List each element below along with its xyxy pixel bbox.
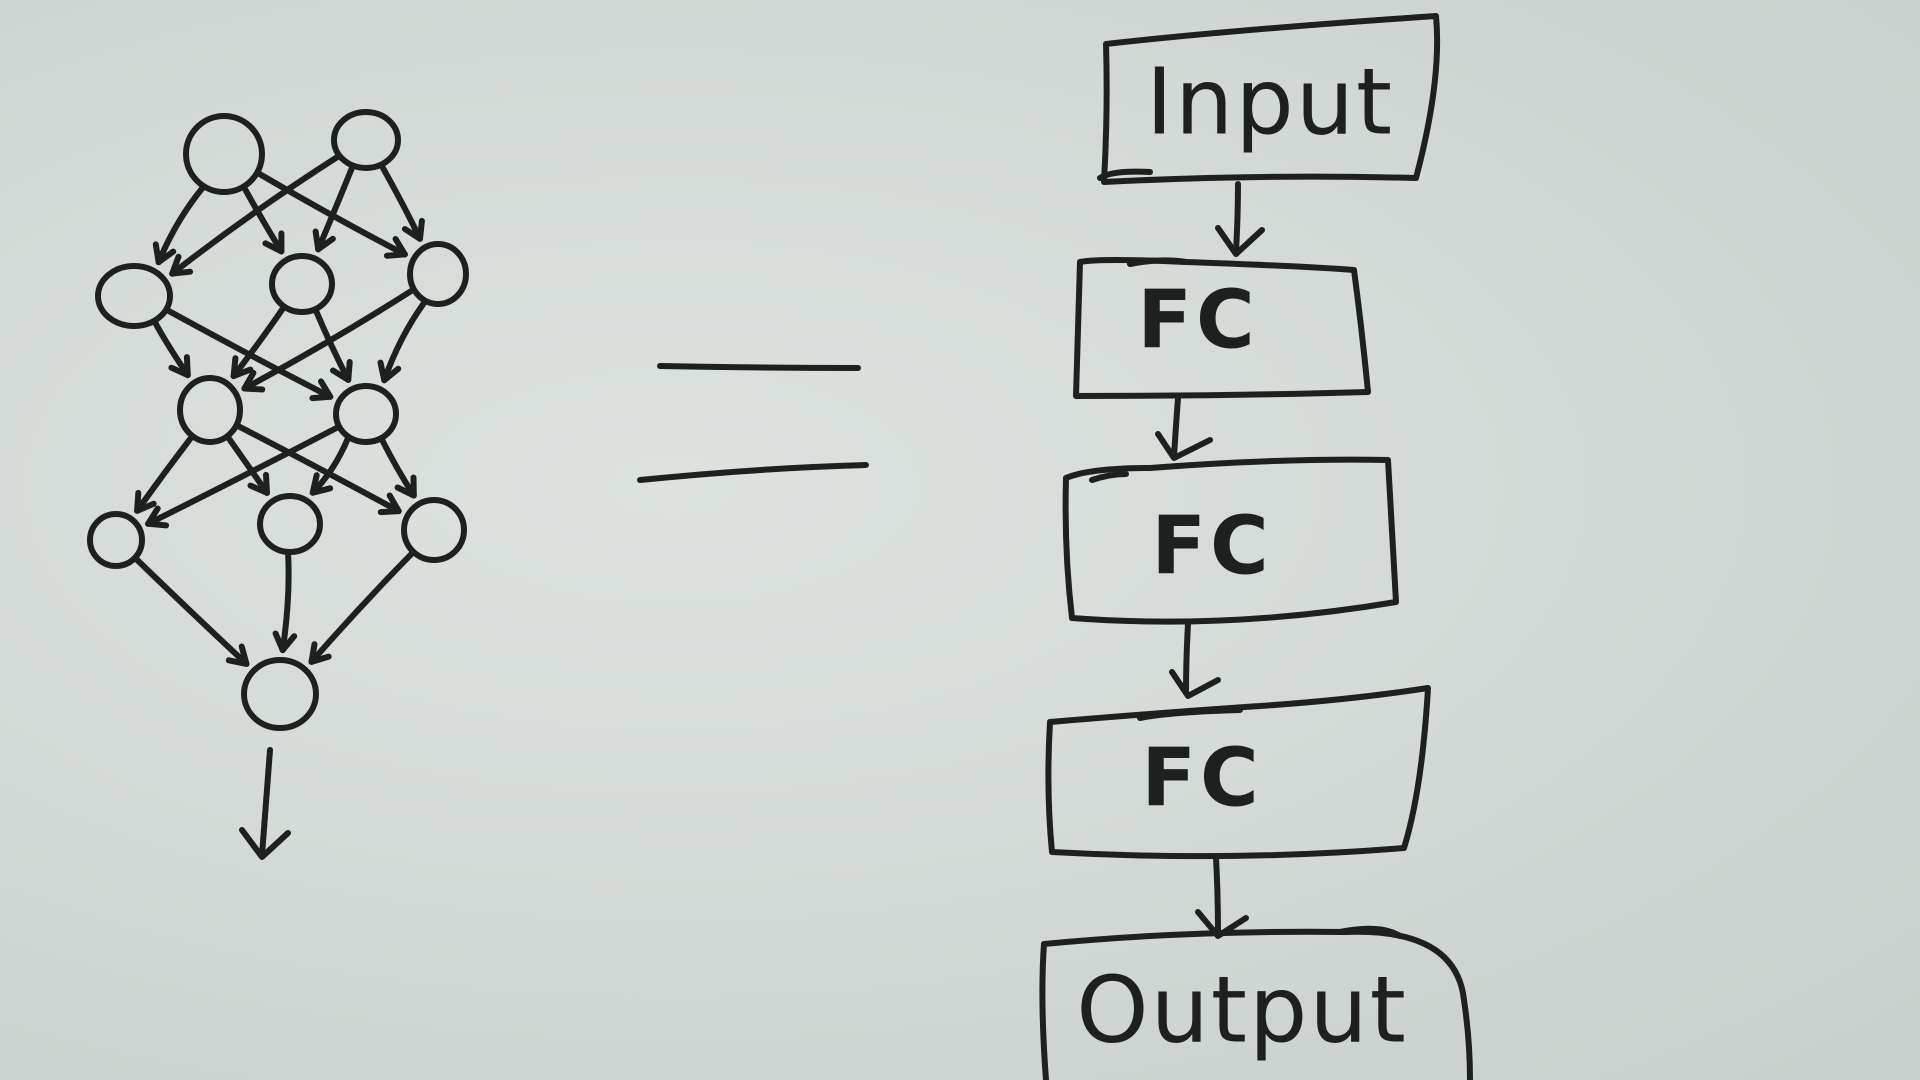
equals-sign (637, 363, 869, 483)
nn-edge (379, 163, 423, 242)
nn-edge (241, 287, 416, 392)
arrow-input-to-fc1 (1215, 181, 1265, 257)
arrow-fc3-to-output (1195, 855, 1249, 939)
nn-arrowhead (401, 217, 425, 242)
nn-edge (313, 307, 352, 383)
nn-node-l1-1 (183, 113, 265, 195)
nn-node-l4-2 (257, 493, 323, 555)
nn-arrowhead (394, 474, 417, 499)
nn-node-l4-3 (401, 497, 467, 563)
nn-edge (241, 185, 285, 255)
nn-edge (379, 436, 417, 499)
input-label: Input (1146, 49, 1394, 156)
nn-arrowhead (377, 359, 402, 384)
nn-connections (133, 153, 428, 667)
nn-arrowhead (247, 471, 270, 496)
nn-node-l3-2 (333, 383, 399, 445)
nn-edge (308, 550, 416, 665)
input-block: Input (1097, 13, 1441, 185)
arrow-fc2-to-fc3 (1169, 621, 1221, 699)
nn-edge (315, 164, 356, 253)
nn-arrowhead (230, 355, 254, 380)
nn-arrowhead (169, 253, 194, 277)
nn-edge (230, 305, 287, 380)
fc-block-3: FC (1045, 685, 1431, 860)
nn-arrowhead (312, 228, 336, 253)
nn-edge (134, 434, 195, 514)
nn-edge (279, 550, 292, 654)
fc-label-3: FC (1141, 732, 1262, 825)
nn-arrowhead (241, 369, 266, 393)
nn-arrowhead (134, 489, 157, 514)
fc-block-2: FC (1062, 456, 1399, 625)
output-label: Output (1076, 957, 1408, 1064)
neural-network-drawing (87, 109, 469, 860)
nn-arrowhead (330, 359, 353, 383)
nn-edge (381, 299, 428, 384)
arrow-fc1-to-fc2 (1155, 395, 1213, 461)
nn-node-l2-1 (95, 263, 173, 329)
fc-label-2: FC (1151, 500, 1272, 593)
nn-arrowhead (272, 630, 298, 654)
block-diagram: Input FC FC FC (1039, 13, 1473, 1080)
nn-arrowhead (308, 641, 332, 665)
nn-edge (145, 424, 341, 527)
nn-edge (235, 423, 402, 515)
nn-arrowhead (383, 236, 408, 259)
nn-node-l3-1 (177, 375, 243, 445)
nn-edge (133, 556, 250, 667)
output-block: Output (1039, 925, 1473, 1080)
nn-arrowhead (145, 505, 170, 529)
nn-edge (155, 184, 206, 266)
nn-arrowhead (309, 378, 334, 402)
nn-output-arrow (239, 747, 291, 860)
nn-node-l4-1 (87, 511, 145, 569)
nn-arrowhead (309, 472, 334, 496)
nn-edge (169, 153, 341, 277)
nn-node-l1-2 (331, 109, 401, 171)
nn-arrowhead (262, 230, 285, 255)
nn-arrowhead (168, 354, 191, 379)
fc-block-1: FC (1073, 257, 1371, 399)
nn-node-l2-3 (407, 241, 469, 307)
nn-arrowhead (377, 492, 402, 516)
nn-node-l2-2 (269, 253, 335, 315)
nn-arrowhead (225, 643, 250, 667)
fc-label-1: FC (1137, 274, 1258, 367)
nn-node-l5-1 (241, 657, 319, 731)
nn-nodes (87, 109, 469, 731)
nn-arrowhead (152, 241, 177, 266)
